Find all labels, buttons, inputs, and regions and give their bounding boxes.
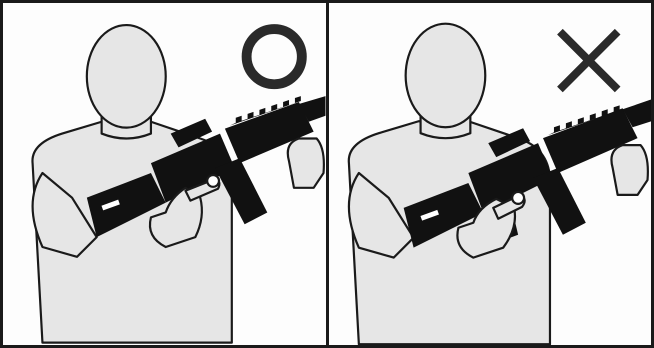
- panel-correct: [3, 3, 326, 345]
- figure-incorrect-scene: [329, 3, 652, 345]
- figure-correct-scene: [3, 3, 326, 345]
- support-hand: [288, 138, 324, 187]
- circle-mark-icon: [247, 29, 302, 84]
- panel-incorrect: [326, 3, 652, 345]
- x-mark-icon: [559, 32, 617, 90]
- support-hand: [611, 145, 647, 195]
